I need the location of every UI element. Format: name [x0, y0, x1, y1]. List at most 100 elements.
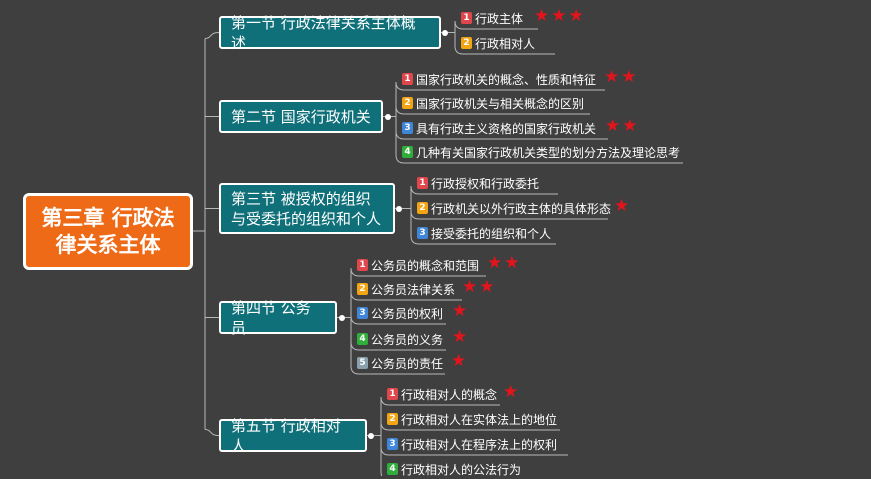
section-node[interactable]: 第三节 被授权的组织与受委托的组织和个人 [219, 183, 395, 234]
item-underline [380, 421, 560, 431]
item-underline [410, 210, 608, 220]
item-underline [410, 235, 556, 245]
number-badge-icon: 4 [387, 463, 398, 475]
item-label: 行政相对人 [475, 36, 536, 51]
item-underline [350, 365, 445, 375]
item-label: 几种有关国家行政机关类型的划分方法及理论思考 [416, 145, 681, 160]
number-badge-icon: 5 [357, 357, 368, 369]
item-underline [454, 20, 538, 30]
collapse-dot[interactable] [396, 205, 402, 212]
star-icon: ★ [452, 301, 470, 321]
star-icon: ★ [487, 253, 505, 273]
star-icon: ★ [604, 67, 622, 87]
item-underline [395, 81, 605, 91]
item-underline [395, 105, 590, 115]
star-icon: ★ [451, 351, 469, 371]
item-label: 行政授权和行政委托 [431, 176, 540, 191]
collapse-dot[interactable] [339, 314, 345, 321]
star-icon: ★ [452, 327, 470, 347]
star-icon: ★ [462, 277, 480, 297]
number-badge-icon: 1 [402, 73, 413, 85]
root-topic[interactable]: 第三章 行政法律关系主体 [23, 193, 193, 270]
number-badge-icon: 2 [387, 413, 398, 425]
importance-stars: ★ [614, 196, 631, 216]
connector-curve [204, 32, 220, 39]
importance-stars: ★★ [604, 67, 639, 87]
importance-stars: ★ [451, 351, 468, 371]
item-label: 行政相对人的概念 [401, 387, 498, 402]
item-label: 国家行政机关的概念、性质和特征 [416, 72, 597, 87]
item-label: 公务员的责任 [371, 356, 444, 371]
item-label: 行政相对人在实体法上的地位 [401, 412, 558, 427]
item-underline [410, 185, 558, 195]
star-icon: ★ [504, 253, 522, 273]
star-icon: ★ [479, 277, 497, 297]
item-underline [380, 396, 500, 406]
item-label: 公务员的概念和范围 [371, 258, 480, 273]
item-underline [454, 45, 555, 55]
star-icon: ★ [605, 116, 623, 136]
star-icon: ★ [614, 196, 632, 216]
number-badge-icon: 1 [417, 177, 428, 189]
collapse-dot[interactable] [385, 113, 391, 120]
number-badge-icon: 2 [402, 97, 413, 109]
star-icon: ★ [551, 6, 569, 26]
item-underline [350, 267, 486, 277]
number-badge-icon: 3 [387, 438, 398, 450]
number-badge-icon: 2 [357, 283, 368, 295]
number-badge-icon: 4 [402, 146, 413, 158]
item-label: 行政相对人在程序法上的权利 [401, 437, 558, 452]
number-badge-icon: 2 [461, 37, 472, 49]
number-badge-icon: 3 [417, 227, 428, 239]
importance-stars: ★ [452, 301, 469, 321]
star-icon: ★ [503, 382, 521, 402]
item-underline [380, 471, 383, 476]
importance-stars: ★★★ [534, 6, 586, 26]
number-badge-icon: 1 [461, 12, 472, 24]
importance-stars: ★ [503, 382, 520, 402]
item-label: 国家行政机关与相关概念的区别 [416, 96, 585, 111]
number-badge-icon: 4 [357, 333, 368, 345]
item-underline [380, 446, 568, 456]
item-underline [395, 130, 608, 140]
number-badge-icon: 1 [357, 259, 368, 271]
collapse-dot[interactable] [442, 29, 448, 36]
section-node[interactable]: 第五节 行政相对人 [219, 417, 367, 455]
importance-stars: ★ [452, 327, 469, 347]
item-label: 公务员的权利 [371, 306, 444, 321]
number-badge-icon: 2 [417, 202, 428, 214]
number-badge-icon: 3 [402, 122, 413, 134]
connector-curve [204, 429, 220, 436]
item-label: 具有行政主义资格的国家行政机关 [416, 121, 597, 136]
section-node[interactable]: 第四节 公务员 [219, 299, 337, 337]
item-label: 公务员法律关系 [371, 282, 456, 297]
section-node[interactable]: 第一节 行政法律关系主体概述 [219, 14, 441, 52]
section-node[interactable]: 第二节 国家行政机关 [219, 100, 383, 133]
importance-stars: ★★ [605, 116, 640, 136]
item-underline [395, 154, 683, 164]
item-underline [350, 315, 446, 325]
collapse-dot[interactable] [368, 432, 374, 439]
star-icon: ★ [534, 6, 552, 26]
importance-stars: ★★ [487, 253, 522, 273]
